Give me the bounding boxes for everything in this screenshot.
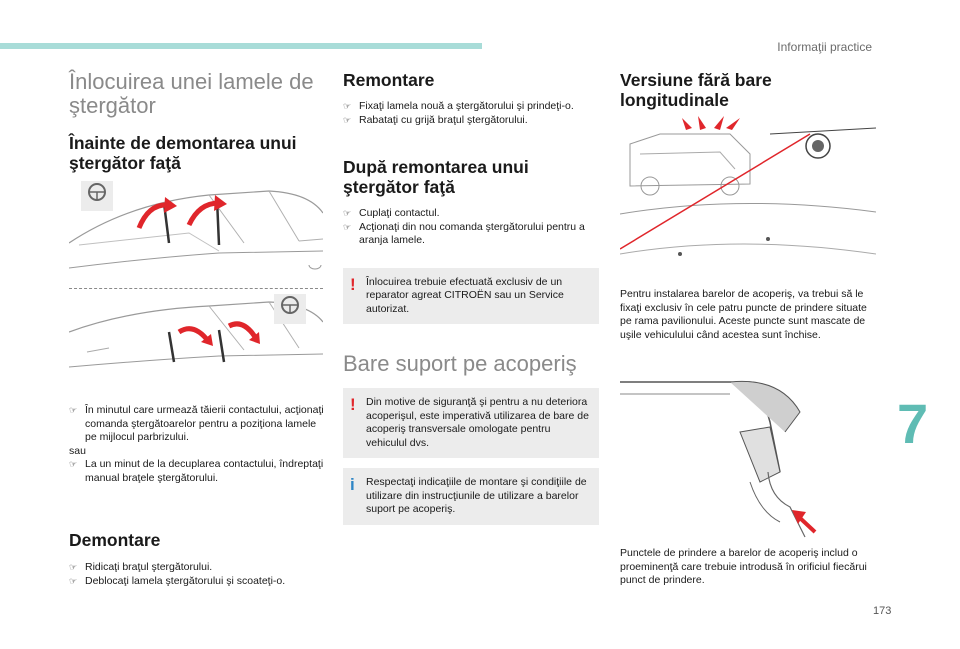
removal-heading: Demontare [69, 530, 161, 550]
list-item: ☞Ridicaţi braţul ştergătorului. [69, 561, 213, 573]
pointing-finger-icon: ☞ [69, 562, 78, 572]
section-label: Informaţii practice [777, 40, 872, 54]
pointing-finger-icon: ☞ [343, 208, 352, 218]
illustration-divider [69, 288, 323, 289]
column-middle: Remontare ☞Fixaţi lamela nouă a ştergăto… [343, 70, 599, 525]
top-accent-bar [0, 43, 482, 49]
roof-bar-foot-illustration [620, 372, 876, 540]
list-item: ☞Deblocaţi lamela ştergătorului şi scoat… [69, 574, 286, 587]
wiper-service-position-illustration [69, 173, 323, 289]
mounting-points-paragraph: Pentru instalarea barelor de acoperiş, v… [620, 288, 867, 341]
or-text: sau [69, 444, 86, 457]
no-rails-heading: Versiune fără bare longitudinale [620, 70, 772, 110]
pointing-finger-icon: ☞ [343, 221, 352, 232]
refit-heading: Remontare [343, 70, 435, 90]
info-note-roof-bars: i Respectaţi indicaţiile de montare şi c… [343, 468, 599, 525]
warning-note-roof-bars: ! Din motive de siguranţă şi pentru a nu… [343, 388, 599, 458]
pointing-finger-icon: ☞ [69, 405, 78, 415]
pointing-finger-icon: ☞ [69, 459, 78, 469]
list-item: ☞Fixaţi lamela nouă a ştergătorului şi p… [343, 100, 574, 112]
page-number: 173 [873, 605, 892, 617]
column-right: Versiune fără bare longitudinale [620, 70, 876, 110]
chapter-number: 7 [897, 392, 929, 455]
pointing-finger-icon: ☞ [69, 575, 78, 586]
list-item: ☞Acţionaţi din nou comanda ştergătorului… [343, 220, 585, 247]
foot-text: Punctele de prindere a barelor de acoper… [620, 547, 876, 588]
exclamation-icon: ! [350, 395, 356, 414]
info-icon: i [350, 475, 355, 494]
list-item: ☞Cuplaţi contactul. [343, 207, 440, 219]
pointing-finger-icon: ☞ [343, 114, 352, 125]
list-item: ☞La un minut de la decuplarea contactulu… [69, 458, 324, 484]
roof-mounting-points-illustration [620, 114, 876, 280]
wiper-raise-illustration [69, 292, 323, 392]
roof-bars-heading: Bare suport pe acoperiş [343, 351, 577, 376]
column-left-lower: ☞În minutul care urmează tăierii contact… [69, 404, 324, 588]
list-item: ☞În minutul care urmează tăierii contact… [69, 404, 324, 443]
pointing-finger-icon: ☞ [343, 101, 352, 111]
exclamation-icon: ! [350, 274, 356, 294]
page-title: Înlocuirea unei lamele de ştergător [69, 69, 314, 118]
column-left: Înlocuirea unei lamele de ştergător Înai… [69, 69, 324, 174]
mounting-protrusion-paragraph: Punctele de prindere a barelor de acoper… [620, 547, 867, 586]
mounting-text: Pentru instalarea barelor de acoperiş, v… [620, 288, 876, 342]
list-item: ☞Rabataţi cu grijă braţul ştergătorului. [343, 113, 528, 126]
after-refit-heading: După remontarea unui ştergător faţă [343, 157, 529, 197]
before-removal-heading: Înainte de demontarea unui ştergător faţ… [69, 133, 297, 173]
warning-note-service: ! Înlocuirea trebuie efectuată exclusiv … [343, 267, 599, 324]
